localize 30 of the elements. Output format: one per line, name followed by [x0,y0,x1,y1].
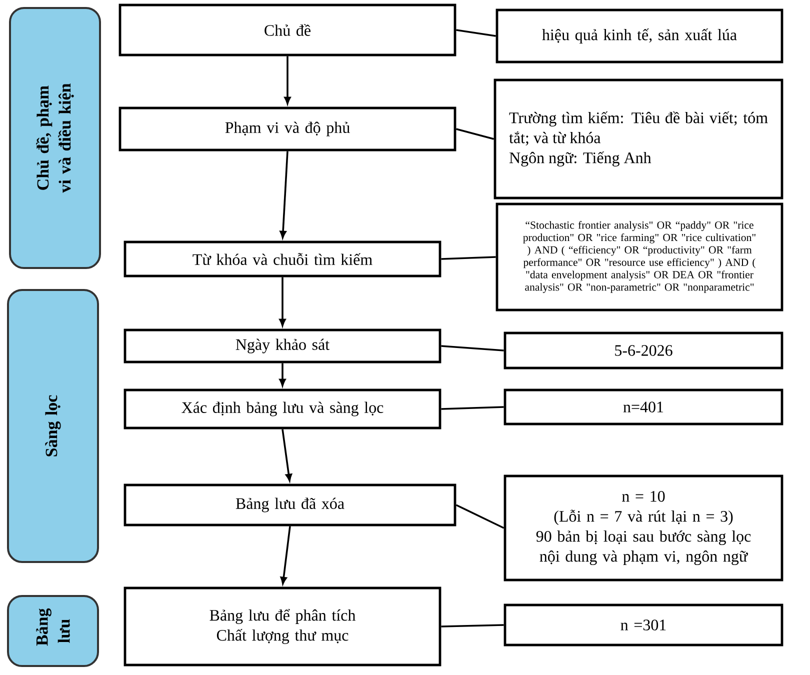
arrow [284,56,291,104]
section-band: Sàng lọc [7,289,99,563]
arrow [280,526,291,584]
info-box: n=401 [504,388,784,426]
process-box: Từ khóa và chuỗi tìm kiếm [124,240,442,278]
process-box: Ngày khảo sát [124,328,442,364]
connector-line [441,345,504,352]
connector-line [456,128,494,140]
process-box: Xác định bảng lưu và sàng lọc [124,388,442,430]
connector-line [456,29,496,37]
info-box: Trường tìm kiếm: Tiêu đề bài viết; tóm tắt; và từ khóa Ngôn ngữ: Tiếng Anh [494,78,784,200]
info-box: “Stochastic frontier analysis" OR “paddy" OR "rice production" OR "rice farming" OR "rice cultivation" ) AND ( “efficiency" OR “productivity" OR "farm performance" OR "resource use efficiency" ) AND ( "data envelopment analysis" OR DEA OR "frontier analysis" OR "non-parametric" OR "nonparametric" [496,202,784,312]
arrow [282,429,292,482]
arrow [280,151,288,238]
info-box: hiệu quả kinh tế, sản xuất lúa [496,8,784,64]
connector-line [441,406,504,410]
section-band: Bảng lưu [7,595,99,667]
info-box: n =301 [504,604,784,646]
connector-line [456,504,504,529]
process-box: Bảng lưu để phân tích Chất lượng thư mục [124,586,442,666]
section-band: Chủ đề, phạm vi và điều kiện [9,7,101,269]
process-box: Chủ đề [118,4,456,56]
connector-line [441,256,496,260]
info-box: 5-6-2026 [504,332,784,370]
connector-line [441,624,504,628]
info-box: n = 10 (Lỗi n = 7 và rút lại n = 3) 90 bản bị loại sau bước sàng lọc nội dung và phạm vi, ngôn ngữ [504,474,784,582]
process-box: Bảng lưu đã xóa [124,484,456,526]
process-box: Phạm vi và độ phủ [118,106,456,152]
arrow [279,363,286,386]
arrow [279,277,286,326]
